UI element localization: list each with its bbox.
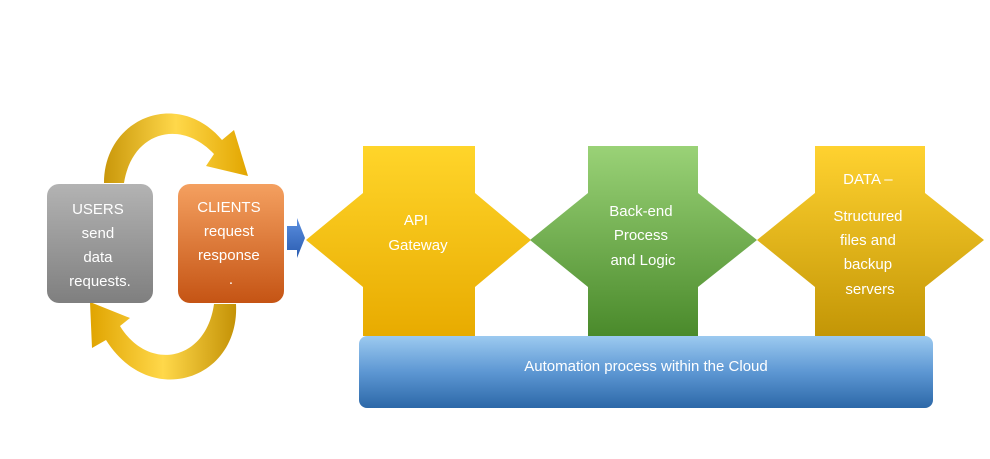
- cloud-bar-label: Automation process within the Cloud: [524, 358, 767, 375]
- cycle-arrow-top: [104, 113, 248, 183]
- clients-text: CLIENTS request response .: [197, 199, 265, 288]
- connector-arrow-icon: [287, 218, 305, 258]
- backend-text: Back-end Process and Logic: [609, 203, 677, 269]
- cloud-bar: Automation process within the Cloud: [359, 336, 933, 408]
- api-gateway-node: API Gateway: [306, 146, 531, 336]
- cycle-arrows: [90, 113, 248, 380]
- clients-node: CLIENTS request response .: [178, 184, 284, 303]
- data-text: DATA – Structured files and backup serve…: [833, 171, 906, 298]
- data-node: DATA – Structured files and backup serve…: [757, 146, 984, 336]
- users-text: USERS send data requests.: [69, 201, 131, 290]
- api-gateway-text: API Gateway: [388, 212, 448, 254]
- cycle-arrow-bottom: [90, 302, 237, 380]
- backend-node: Back-end Process and Logic: [530, 146, 757, 336]
- users-node: USERS send data requests.: [47, 184, 153, 303]
